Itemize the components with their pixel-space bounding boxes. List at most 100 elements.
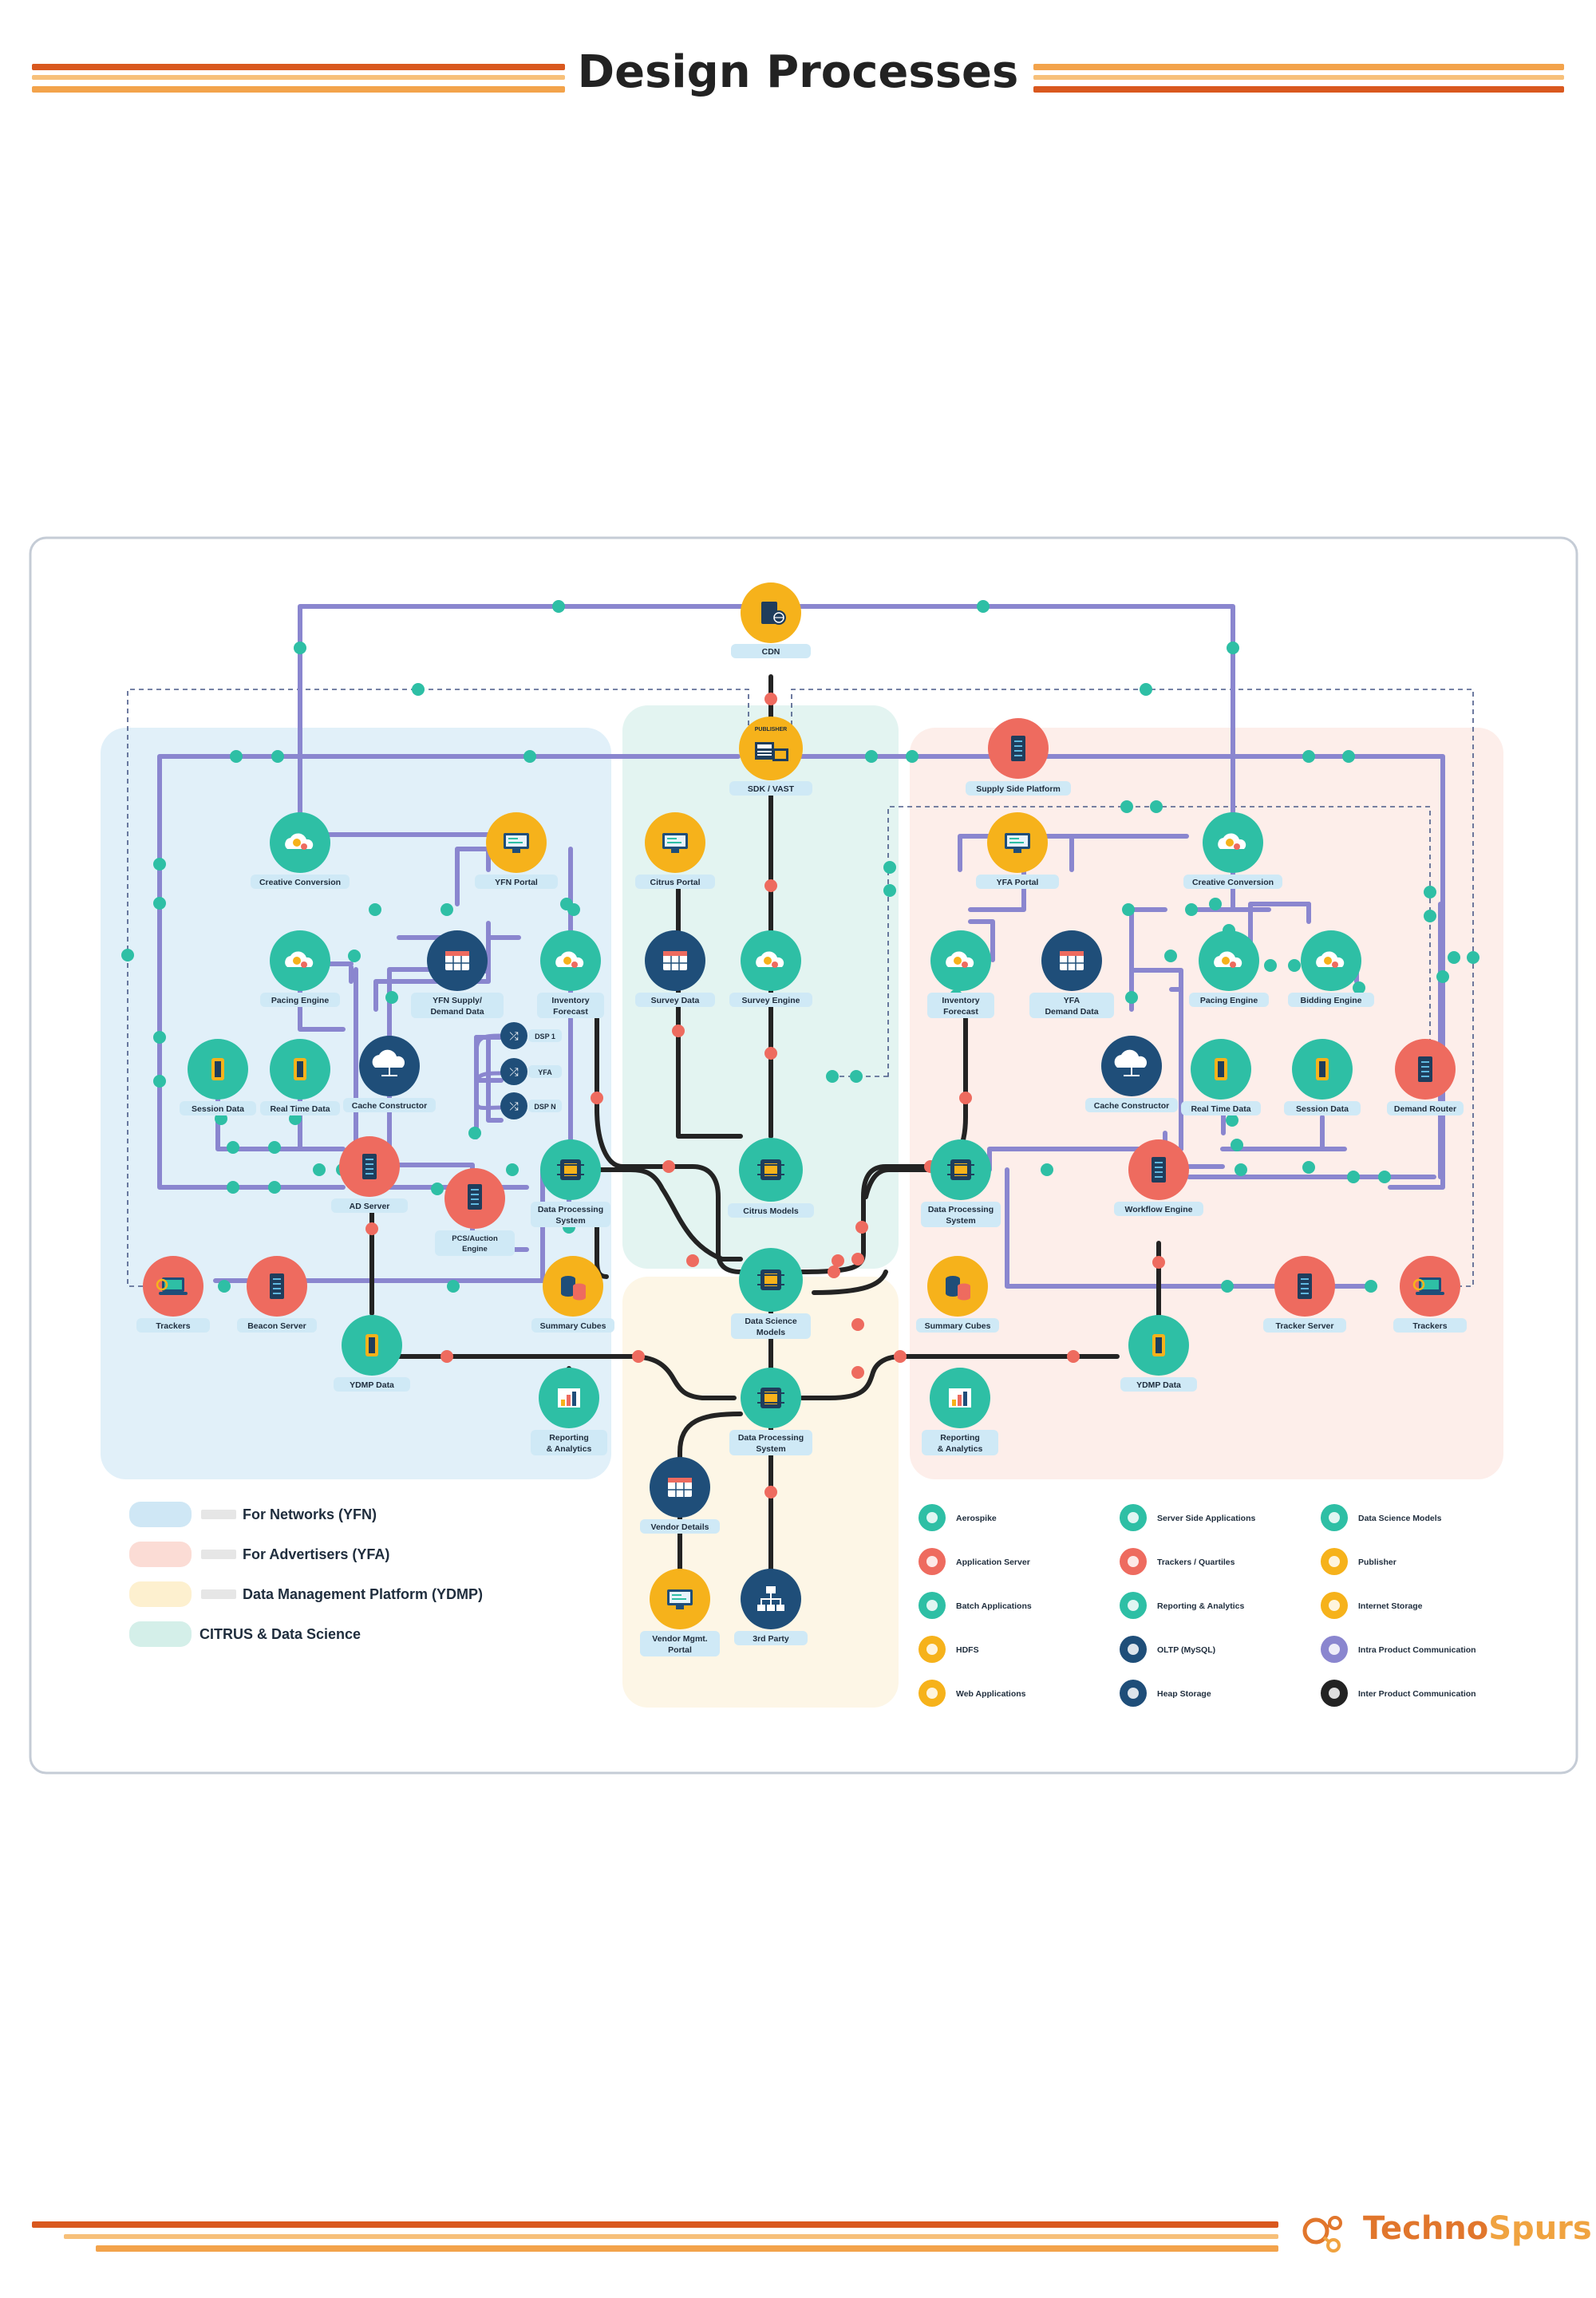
legend-icon-item: Intra Product Communication	[1321, 1636, 1476, 1663]
ydmp-dps-label-2: System	[756, 1444, 785, 1454]
yfn-supply-demand-node[interactable]: YFN Supply/ Demand Data	[411, 930, 504, 1018]
ydmp-dps-node[interactable]: Data Processing System	[729, 1368, 812, 1455]
pcs-auction-engine-node[interactable]: PCS/Auction Engine	[435, 1168, 515, 1256]
yfn-portal-node[interactable]: YFN Portal	[475, 812, 558, 889]
legend-area-label: For Networks (YFN)	[243, 1506, 377, 1522]
cpu-icon	[918, 1592, 946, 1619]
yfa-creative-conversion-label: Creative Conversion	[1192, 878, 1274, 887]
data-science-models-node[interactable]: Data Science Models	[731, 1248, 811, 1339]
yfa-session-data-label: Session Data	[1296, 1104, 1349, 1114]
citrus-models-node[interactable]: Citrus Models	[728, 1138, 814, 1218]
yfn-session-data-label: Session Data	[192, 1104, 244, 1114]
survey-engine-node[interactable]: Survey Engine	[729, 930, 812, 1007]
yfn-dps-node[interactable]: Data Processing System	[531, 1139, 610, 1227]
dsp-yfa-label: YFA	[538, 1068, 552, 1076]
yfa-summary-cubes-node[interactable]: Summary Cubes	[916, 1256, 999, 1333]
bidding-engine-node[interactable]: Bidding Engine	[1288, 930, 1374, 1007]
yfa-cache-constructor-node[interactable]: Cache Constructor	[1085, 1036, 1178, 1112]
dsp-group	[474, 1033, 502, 1117]
survey-data-node[interactable]: Survey Data	[635, 930, 715, 1007]
yfn-reporting-node[interactable]: Reporting & Analytics	[531, 1368, 607, 1455]
yfa-real-time-data-label: Real Time Data	[1191, 1104, 1250, 1114]
yfa-inventory-forecast-label-1: Inventory	[942, 996, 979, 1005]
yfa-inventory-forecast-node[interactable]: Inventory Forecast	[927, 930, 994, 1018]
cloud-gear-icon	[1120, 1504, 1147, 1531]
pcs-label-2: Engine	[462, 1245, 488, 1254]
tracker-server-label: Tracker Server	[1276, 1321, 1334, 1331]
yfn-ydmp-data-node[interactable]: YDMP Data	[334, 1315, 410, 1392]
vendor-details-label: Vendor Details	[651, 1522, 709, 1532]
legend-icon-item: Batch Applications	[918, 1592, 1032, 1619]
yfa-pacing-engine-node[interactable]: Pacing Engine	[1189, 930, 1269, 1007]
demand-router-node[interactable]: Demand Router	[1387, 1039, 1464, 1115]
vendor-mgmt-portal-node[interactable]: Vendor Mgmt. Portal	[640, 1569, 720, 1656]
yfn-inventory-forecast-node[interactable]: Inventory Forecast	[537, 930, 604, 1018]
demand-router-label: Demand Router	[1394, 1104, 1456, 1114]
yfa-demand-data-node[interactable]: YFA Demand Data	[1029, 930, 1114, 1018]
yfa-real-time-data-node[interactable]: Real Time Data	[1181, 1039, 1261, 1115]
dsp1-node[interactable]: ⤮ DSP 1	[500, 1022, 562, 1049]
dspn-node[interactable]: ⤮ DSP N	[500, 1092, 562, 1119]
yfa-creative-conversion-node[interactable]: Creative Conversion	[1183, 812, 1282, 889]
shuffle-icon: ⤮	[509, 1066, 518, 1079]
citrus-portal-node[interactable]: Citrus Portal	[635, 812, 715, 889]
header-stripe-left-1	[32, 64, 565, 70]
cloud-network-icon	[1120, 1680, 1147, 1707]
yfn-session-data-node[interactable]: Session Data	[180, 1039, 256, 1115]
yfa-dps-label-1: Data Processing	[928, 1205, 994, 1214]
vendor-details-node[interactable]: Vendor Details	[640, 1457, 720, 1534]
page-title: Design Processes	[577, 46, 1019, 98]
pcs-label-1: PCS/Auction	[452, 1234, 498, 1243]
storage-icon	[1321, 1592, 1348, 1619]
yfn-creative-conversion-node[interactable]: Creative Conversion	[251, 812, 350, 889]
server-icon	[918, 1548, 946, 1575]
footer-stripe-2	[64, 2234, 1278, 2239]
yfn-cache-constructor-node[interactable]: Cache Constructor	[343, 1036, 436, 1112]
shuffle-icon: ⤮	[509, 1030, 518, 1043]
citrus-portal-label: Citrus Portal	[650, 878, 700, 887]
legend-area-item: For Networks (YFN)	[129, 1502, 377, 1527]
sdk-vast-label: SDK / VAST	[748, 784, 795, 794]
header-stripe-right-3	[1033, 86, 1564, 93]
yfn-supply-demand-label-1: YFN Supply/	[433, 996, 482, 1005]
tracker-server-node[interactable]: Tracker Server	[1263, 1256, 1346, 1333]
supply-side-platform-node[interactable]: Supply Side Platform	[966, 718, 1071, 796]
ad-server-node[interactable]: AD Server	[331, 1136, 408, 1213]
yfa-portal-label: YFA Portal	[997, 878, 1039, 887]
third-party-label: 3rd Party	[753, 1634, 789, 1644]
legend-area-label: CITRUS & Data Science	[200, 1626, 361, 1642]
ad-server-label: AD Server	[350, 1202, 390, 1211]
dspn-label: DSP N	[534, 1103, 555, 1111]
third-party-node[interactable]: 3rd Party	[734, 1569, 808, 1645]
yfa-ydmp-data-node[interactable]: YDMP Data	[1120, 1315, 1197, 1392]
legend-icon-label: Server Side Applications	[1157, 1514, 1255, 1523]
cdn-node[interactable]: CDN	[731, 582, 811, 658]
legend-swatch	[129, 1581, 192, 1607]
legend-swatch	[129, 1542, 192, 1567]
legend-icon-label: Intra Product Communication	[1358, 1645, 1476, 1655]
yfn-reporting-label-1: Reporting	[549, 1433, 589, 1443]
footer-stripe-3	[96, 2245, 1278, 2252]
yfn-pacing-engine-node[interactable]: Pacing Engine	[260, 930, 340, 1007]
yfa-trackers-node[interactable]: Trackers	[1393, 1256, 1467, 1333]
survey-engine-label: Survey Engine	[742, 996, 800, 1005]
yfn-summary-cubes-node[interactable]: Summary Cubes	[531, 1256, 614, 1333]
yfn-real-time-data-node[interactable]: Real Time Data	[260, 1039, 340, 1115]
dsp-yfa-node[interactable]: ⤮ YFA	[500, 1058, 562, 1085]
sdk-vast-node[interactable]: PUBLISHER SDK / VAST	[729, 717, 812, 796]
yfn-trackers-node[interactable]: Trackers	[136, 1256, 210, 1333]
beacon-server-node[interactable]: Beacon Server	[237, 1256, 317, 1333]
ssp-label: Supply Side Platform	[976, 784, 1061, 794]
yfa-session-data-node[interactable]: Session Data	[1284, 1039, 1361, 1115]
yfn-summary-cubes-label: Summary Cubes	[540, 1321, 606, 1331]
legend-icon-item: Trackers / Quartiles	[1120, 1548, 1235, 1575]
legend-icon-item: Inter Product Communication	[1321, 1680, 1476, 1707]
yfa-portal-node[interactable]: YFA Portal	[976, 812, 1059, 889]
beacon-server-label: Beacon Server	[247, 1321, 306, 1331]
yfa-dps-node[interactable]: Data Processing System	[921, 1139, 1001, 1227]
workflow-engine-node[interactable]: Workflow Engine	[1114, 1139, 1203, 1216]
yfa-reporting-node[interactable]: Reporting & Analytics	[922, 1368, 998, 1455]
vendor-portal-label-2: Portal	[668, 1645, 692, 1655]
yfn-creative-conversion-label: Creative Conversion	[259, 878, 341, 887]
